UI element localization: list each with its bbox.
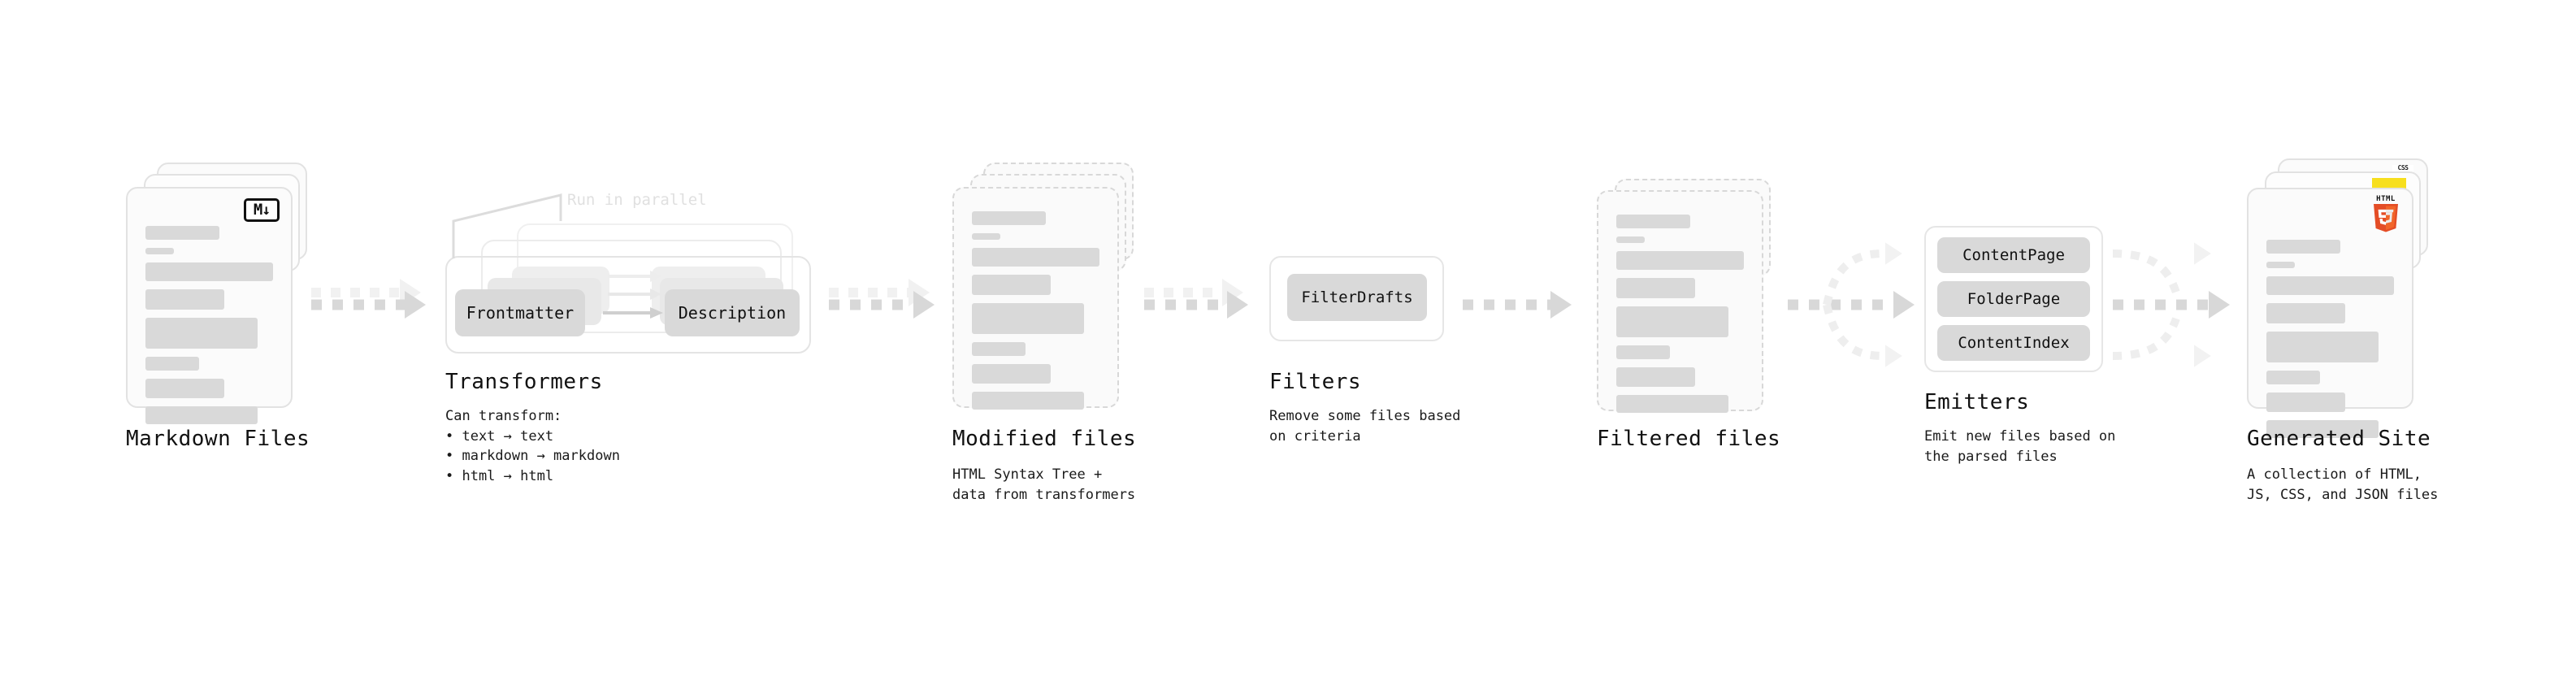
site-card-front: HTML (2247, 188, 2413, 438)
transformers-group: Frontmatter Description Run in parallel (445, 191, 819, 358)
html5-icon: HTML (2370, 196, 2402, 233)
description-chip[interactable]: Description (665, 289, 800, 336)
generated-site-desc: A collection of HTML, JS, CSS, and JSON … (2247, 466, 2439, 503)
content-bar (1616, 215, 1691, 228)
content-bar (145, 248, 174, 254)
content-bar (2266, 420, 2379, 438)
content-bar (972, 233, 1000, 240)
content-index-chip-label: ContentIndex (1958, 334, 2070, 352)
content-bar (145, 226, 220, 240)
content-bar (1616, 306, 1729, 337)
content-page-chip-label: ContentPage (1962, 246, 2065, 264)
content-bar (145, 318, 258, 349)
content-bar (145, 406, 258, 424)
transformer-box-front (445, 256, 811, 354)
markdown-badge-label: M (253, 201, 262, 219)
content-bar (972, 211, 1047, 225)
connector-transformers-to-modified (829, 279, 935, 319)
content-bar (972, 392, 1085, 410)
markdown-icon: M↓ (244, 198, 280, 222)
content-bar (972, 248, 1099, 267)
run-in-parallel-annotation: Run in parallel (567, 191, 707, 209)
filter-drafts-chip-label: FilterDrafts (1301, 288, 1413, 306)
filter-drafts-chip[interactable]: FilterDrafts (1287, 274, 1427, 321)
markdown-files-stack: M↓ (126, 163, 313, 431)
content-bar (1616, 345, 1670, 359)
html5-shield-icon (2374, 204, 2398, 232)
folder-page-chip-label: FolderPage (1967, 290, 2061, 308)
connector-modified-to-filters (1144, 279, 1248, 319)
generated-site-title: Generated Site (2247, 427, 2431, 451)
description-chip-label: Description (678, 303, 787, 323)
filtered-content-bars (1616, 215, 1744, 421)
content-bar (2266, 332, 2379, 362)
content-bar (2266, 276, 2394, 295)
content-bar (972, 275, 1052, 295)
emitters-title: Emitters (1924, 390, 2030, 414)
content-bar (2266, 303, 2346, 323)
content-bar (2266, 371, 2320, 384)
content-bar (145, 357, 199, 371)
filters-desc: Remove some files based on criteria (1269, 408, 1461, 445)
frontmatter-chip-label: Frontmatter (466, 303, 575, 323)
folder-page-chip[interactable]: FolderPage (1937, 281, 2090, 317)
filters-title: Filters (1269, 370, 1362, 394)
html5-badge-label: HTML (2376, 195, 2396, 203)
markdown-content-bars (145, 226, 273, 432)
generated-site-stack: CSS JS HTML (2247, 158, 2442, 438)
content-bar (1616, 236, 1645, 243)
content-bar (2266, 240, 2341, 254)
content-bar (2266, 262, 2295, 268)
emitters-group: ContentPage FolderPage ContentIndex (1924, 226, 2103, 372)
content-bar (1616, 367, 1696, 387)
site-content-bars (2266, 240, 2394, 446)
connector-filtered-to-emitters (1788, 242, 1915, 367)
modified-files-title: Modified files (952, 427, 1137, 451)
content-page-chip[interactable]: ContentPage (1937, 237, 2090, 273)
content-index-chip[interactable]: ContentIndex (1937, 325, 2090, 361)
transformers-title: Transformers (445, 370, 603, 394)
filters-group: FilterDrafts (1269, 256, 1444, 341)
frontmatter-chip[interactable]: Frontmatter (455, 289, 585, 336)
modified-card-front (952, 187, 1119, 410)
content-bar (145, 379, 225, 398)
content-bar (972, 342, 1026, 356)
connector-filters-to-filtered (1463, 291, 1572, 319)
filtered-files-stack (1597, 179, 1784, 439)
filtered-files-title: Filtered files (1597, 427, 1781, 451)
markdown-files-title: Markdown Files (126, 427, 310, 451)
transformers-desc: Can transform: • text → text • markdown … (445, 408, 620, 484)
content-bar (1616, 278, 1696, 298)
content-bar (972, 364, 1052, 384)
content-bar (1616, 251, 1744, 270)
connector-emitters-to-site (2112, 242, 2230, 367)
emitters-desc: Emit new files based on the parsed files (1924, 428, 2116, 465)
modified-files-desc: HTML Syntax Tree + data from transformer… (952, 466, 1136, 503)
filtered-card-front (1597, 190, 1763, 413)
css-badge-label: CSS (2397, 164, 2409, 171)
content-bar (2266, 393, 2346, 412)
content-bar (1616, 395, 1729, 413)
modified-files-stack (952, 163, 1139, 431)
content-bar (145, 262, 273, 281)
modified-content-bars (972, 211, 1099, 418)
markdown-card-front: M↓ (126, 187, 293, 424)
connector-markdown-to-transformers (311, 279, 426, 319)
content-bar (972, 303, 1085, 334)
content-bar (145, 289, 225, 310)
